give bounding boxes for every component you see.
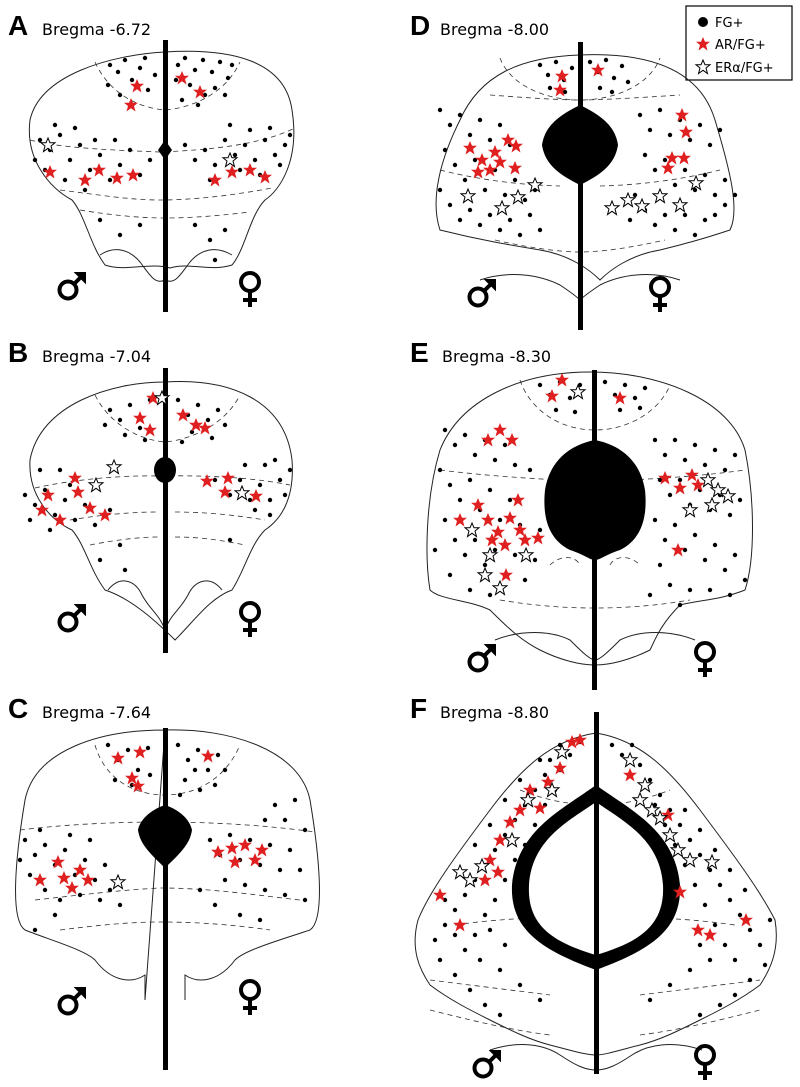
- panel-b-male-symbol-icon: [57, 603, 87, 633]
- panel-c-female-symbol-icon: [239, 979, 261, 1017]
- panel-b-ar-cells: [35, 391, 263, 527]
- panel-a-male-symbol-icon: [57, 271, 87, 301]
- panel-f: F Bregma -8.80: [410, 693, 777, 1082]
- panel-c-midline: [163, 728, 168, 1070]
- panel-f-bregma-label: Bregma -8.80: [440, 703, 549, 722]
- legend: FG+ AR/FG+ ERα/FG+: [685, 5, 793, 81]
- panel-f-aqueduct: [511, 785, 681, 970]
- panel-d-midline: [578, 42, 583, 330]
- panel-c: C Bregma -7.64: [8, 693, 320, 1070]
- panel-f-male-symbol-icon: [472, 1049, 502, 1079]
- panel-e-male-symbol-icon: [467, 643, 497, 673]
- panel-b-midline: [163, 368, 168, 653]
- legend-fg-marker-icon: [698, 17, 708, 27]
- panel-letter-a: A: [8, 10, 28, 41]
- panel-a-aqueduct: [158, 140, 172, 160]
- panel-a: A Bregma -6.72: [8, 10, 296, 312]
- panel-letter-e: E: [410, 337, 429, 368]
- panel-d-fg-cells: [437, 57, 738, 238]
- panel-e-female-symbol-icon: [694, 641, 716, 679]
- panel-c-bregma-label: Bregma -7.64: [42, 703, 151, 722]
- panel-b-section-outline: [29, 381, 293, 641]
- panel-a-ar-cells: [43, 71, 272, 187]
- panel-a-section-outline: [28, 50, 296, 282]
- panel-a-bregma-label: Bregma -6.72: [42, 20, 151, 39]
- panel-a-female-symbol-icon: [239, 271, 261, 309]
- panel-letter-b: B: [8, 337, 28, 368]
- panel-b-fg-cells: [22, 397, 293, 573]
- panel-e-bregma-label: Bregma -8.30: [442, 347, 551, 366]
- panel-d-male-symbol-icon: [467, 278, 497, 308]
- panel-b: B Bregma -7.04: [8, 337, 293, 653]
- panel-c-er-cells: [110, 874, 126, 889]
- legend-er-label: ERα/FG+: [715, 61, 774, 76]
- panel-letter-c: C: [8, 693, 28, 724]
- panel-letter-f: F: [410, 693, 427, 724]
- panel-c-male-symbol-icon: [57, 986, 87, 1016]
- panel-a-fg-cells: [32, 55, 293, 263]
- panel-d-female-symbol-icon: [649, 276, 671, 314]
- panel-e: E Bregma -8.30: [410, 337, 753, 690]
- panel-c-aqueduct: [138, 805, 192, 868]
- legend-ar-label: AR/FG+: [715, 38, 766, 53]
- panel-d-aqueduct: [542, 105, 618, 185]
- panel-a-midline: [163, 40, 168, 312]
- panel-f-fg-cells: [432, 739, 773, 1018]
- panel-d: D Bregma -8.00: [410, 10, 738, 330]
- panel-f-female-symbol-icon: [694, 1044, 716, 1082]
- panel-letter-d: D: [410, 10, 430, 41]
- panel-a-er-cells: [40, 137, 238, 167]
- panel-b-aqueduct: [154, 457, 176, 483]
- panel-d-bregma-label: Bregma -8.00: [440, 20, 549, 39]
- panel-e-aqueduct: [544, 440, 646, 560]
- panel-b-female-symbol-icon: [239, 601, 261, 639]
- panel-b-bregma-label: Bregma -7.04: [42, 347, 151, 366]
- legend-fg-label: FG+: [715, 16, 743, 31]
